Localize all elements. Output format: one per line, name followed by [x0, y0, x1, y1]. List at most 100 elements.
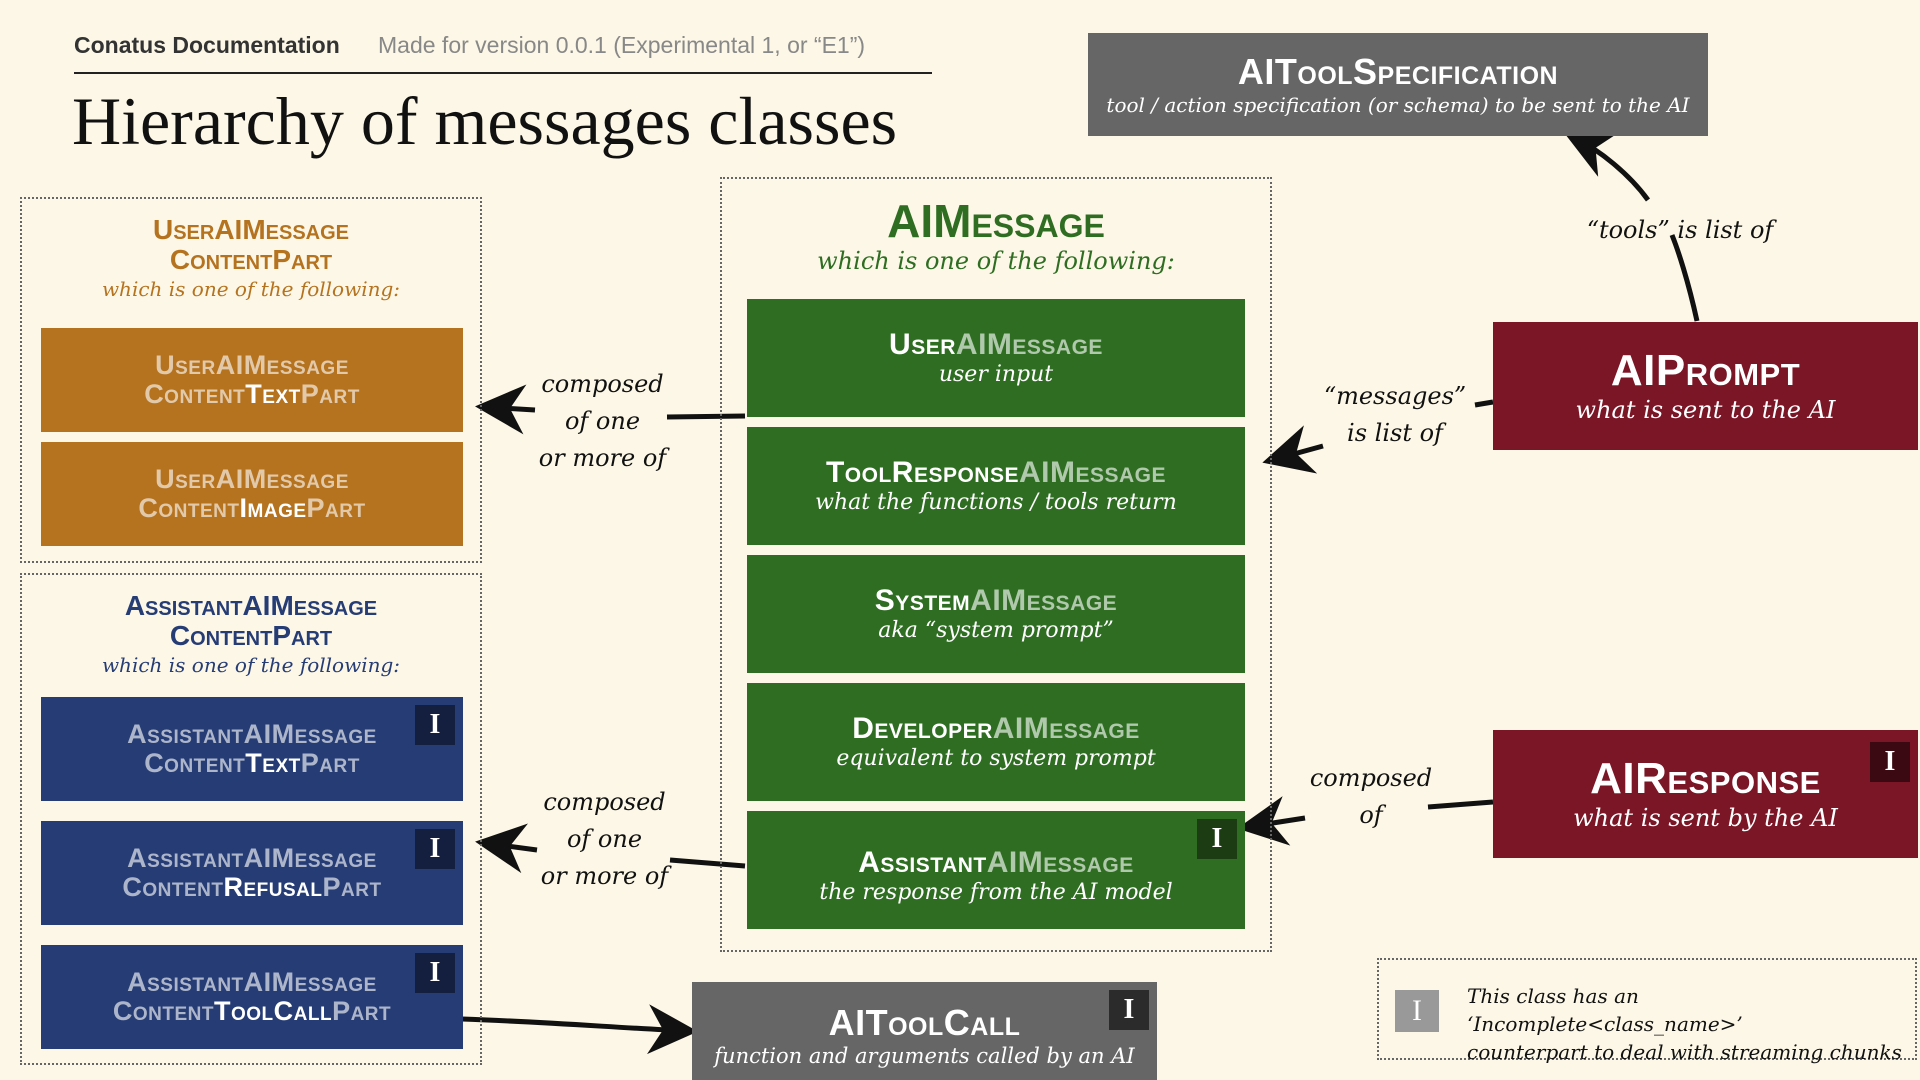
- developer-desc: equivalent to system prompt: [836, 745, 1156, 771]
- arrow-messages-head: [1262, 425, 1324, 474]
- assistant-refusal-part-line1: AssistantAIMessage: [127, 843, 377, 873]
- tool-response-desc: what the functions / tools return: [815, 489, 1177, 515]
- assistant-key: Assistant: [858, 845, 987, 879]
- tools-label-text: “tools” is list of: [1586, 216, 1774, 244]
- assistant-toolcall-part-content: Content: [112, 996, 214, 1026]
- assistant-suffix: AIMessage: [986, 845, 1134, 879]
- composed-response-1: composed: [1309, 764, 1433, 792]
- tools-edge-label: “tools” is list of: [1560, 212, 1800, 249]
- user-content-title-1: UserAIMessage: [152, 214, 350, 245]
- user-content-part-container: UserAIMessage ContentPart which is one o…: [20, 197, 482, 563]
- composed-user-2: of one: [564, 407, 641, 435]
- ai-prompt-box[interactable]: AIPrompt what is sent to the AI: [1493, 322, 1918, 450]
- incomplete-badge-icon: I: [415, 953, 455, 993]
- user-text-part-content: Content: [144, 379, 246, 409]
- assistant-toolcall-part-key: ToolCall: [213, 996, 333, 1026]
- user-text-part-key: Text: [245, 379, 301, 409]
- arrow-user-composed-head: [475, 384, 536, 435]
- user-text-part-box[interactable]: UserAIMessage ContentTextPart: [41, 328, 463, 432]
- user-content-subtitle: which is one of the following:: [101, 277, 401, 301]
- system-ai-message-box[interactable]: SystemAIMessage aka “system prompt”: [747, 555, 1245, 673]
- assistant-text-part-key: Text: [245, 748, 301, 778]
- composed-assistant-1: composed: [543, 788, 666, 816]
- messages-label-1: “messages”: [1323, 382, 1467, 410]
- assistant-content-part-container: AssistantAIMessage ContentPart which is …: [20, 573, 482, 1065]
- system-desc: aka “system prompt”: [878, 617, 1114, 643]
- arrow-assistant-composed: [669, 857, 746, 869]
- user-image-part-content: Content: [138, 493, 240, 523]
- arrow-messages: [1474, 399, 1494, 408]
- incomplete-badge-icon: I: [415, 829, 455, 869]
- assistant-text-part-box[interactable]: AssistantAIMessage ContentTextPart I: [41, 697, 463, 801]
- messages-label-2: is list of: [1347, 419, 1443, 447]
- user-image-part-box[interactable]: UserAIMessage ContentImagePart: [41, 442, 463, 546]
- ai-response-box[interactable]: AIResponse what is sent by the AI I: [1493, 730, 1918, 858]
- tool-response-key: ToolResponse: [825, 455, 1019, 489]
- assistant-toolcall-part-line1: AssistantAIMessage: [127, 967, 377, 997]
- user-ai-message-desc: user input: [938, 361, 1054, 387]
- assistant-text-part-line1: AssistantAIMessage: [127, 719, 377, 749]
- assistant-content-title-1: AssistantAIMessage: [124, 590, 378, 621]
- user-image-part-part: Part: [306, 493, 366, 523]
- composed-user-edge-label: composed of one or more of: [520, 366, 685, 477]
- doc-name: Conatus Documentation: [74, 32, 340, 58]
- tool-response-ai-message-box[interactable]: ToolResponseAIMessage what the functions…: [747, 427, 1245, 545]
- composed-assistant-edge-label: composed of one or more of: [522, 784, 687, 895]
- system-suffix: AIMessage: [970, 583, 1118, 617]
- assistant-text-part-part: Part: [300, 748, 360, 778]
- arrow-tools-head: [1563, 131, 1651, 202]
- ai-tool-call-box[interactable]: AIToolCall function and arguments called…: [692, 982, 1157, 1080]
- tool-call-name: AIToolCall: [828, 1002, 1021, 1043]
- arrow-tools: [1669, 234, 1700, 322]
- user-ai-message-key: User: [889, 327, 956, 361]
- response-name: AIResponse: [1590, 754, 1821, 803]
- arrow-user-composed: [666, 413, 746, 420]
- assistant-content-subtitle: which is one of the following:: [101, 653, 401, 677]
- user-image-part-line1: UserAIMessage: [155, 464, 349, 494]
- assistant-ai-message-box[interactable]: AssistantAIMessage the response from the…: [747, 811, 1245, 929]
- developer-suffix: AIMessage: [992, 711, 1140, 745]
- user-ai-message-suffix: AIMessage: [955, 327, 1103, 361]
- tool-spec-name: AIToolSpecification: [1237, 50, 1559, 92]
- composed-assistant-3: or more of: [540, 862, 669, 890]
- arrow-response-head: [1237, 796, 1306, 846]
- legend-line-2: counterpart to deal with streaming chunk…: [1467, 1040, 1902, 1064]
- tool-response-suffix: AIMessage: [1019, 455, 1167, 489]
- assistant-refusal-part-box[interactable]: AssistantAIMessage ContentRefusalPart I: [41, 821, 463, 925]
- incomplete-badge-icon: I: [1870, 742, 1910, 782]
- user-image-part-key: Image: [239, 493, 307, 523]
- incomplete-badge-icon: I: [1109, 990, 1149, 1030]
- legend-line-1: This class has an ‘Incomplete<class_name…: [1467, 984, 1743, 1036]
- arrow-response: [1427, 799, 1494, 810]
- assistant-toolcall-part-part: Part: [332, 996, 392, 1026]
- ai-message-container: AIMessage which is one of the following:: [720, 177, 1272, 952]
- assistant-content-title-2: ContentPart: [169, 620, 333, 651]
- header-rule: [74, 72, 932, 74]
- prompt-name: AIPrompt: [1610, 346, 1801, 395]
- assistant-desc: the response from the AI model: [819, 879, 1173, 905]
- arrow-assistant-composed-head: [475, 823, 538, 874]
- user-ai-message-box[interactable]: UserAIMessage user input: [747, 299, 1245, 417]
- user-text-part-line1: UserAIMessage: [155, 350, 349, 380]
- user-content-title-2: ContentPart: [169, 244, 333, 275]
- composed-response-edge-label: composed of: [1296, 760, 1446, 834]
- assistant-toolcall-part-box[interactable]: AssistantAIMessage ContentToolCallPart I: [41, 945, 463, 1049]
- response-desc: what is sent by the AI: [1573, 804, 1838, 832]
- ai-tool-specification-box[interactable]: AIToolSpecification tool / action specif…: [1088, 33, 1708, 136]
- assistant-refusal-part-part: Part: [322, 872, 382, 902]
- ai-message-title: AIMessage: [887, 195, 1105, 247]
- assistant-refusal-part-content: Content: [122, 872, 224, 902]
- system-key: System: [874, 583, 971, 617]
- legend: I This class has an ‘Incomplete<class_na…: [1377, 958, 1917, 1064]
- composed-user-1: composed: [541, 370, 664, 398]
- version-note: Made for version 0.0.1 (Experimental 1, …: [378, 32, 866, 58]
- page-title: Hierarchy of messages classes: [72, 83, 898, 159]
- tool-call-desc: function and arguments called by an AI: [714, 1044, 1135, 1068]
- incomplete-badge-icon: I: [1395, 990, 1439, 1032]
- messages-edge-label: “messages” is list of: [1310, 378, 1480, 452]
- tool-spec-desc: tool / action specification (or schema) …: [1106, 92, 1690, 117]
- incomplete-badge-icon: I: [1197, 819, 1237, 859]
- composed-user-3: or more of: [538, 444, 667, 472]
- developer-ai-message-box[interactable]: DeveloperAIMessage equivalent to system …: [747, 683, 1245, 801]
